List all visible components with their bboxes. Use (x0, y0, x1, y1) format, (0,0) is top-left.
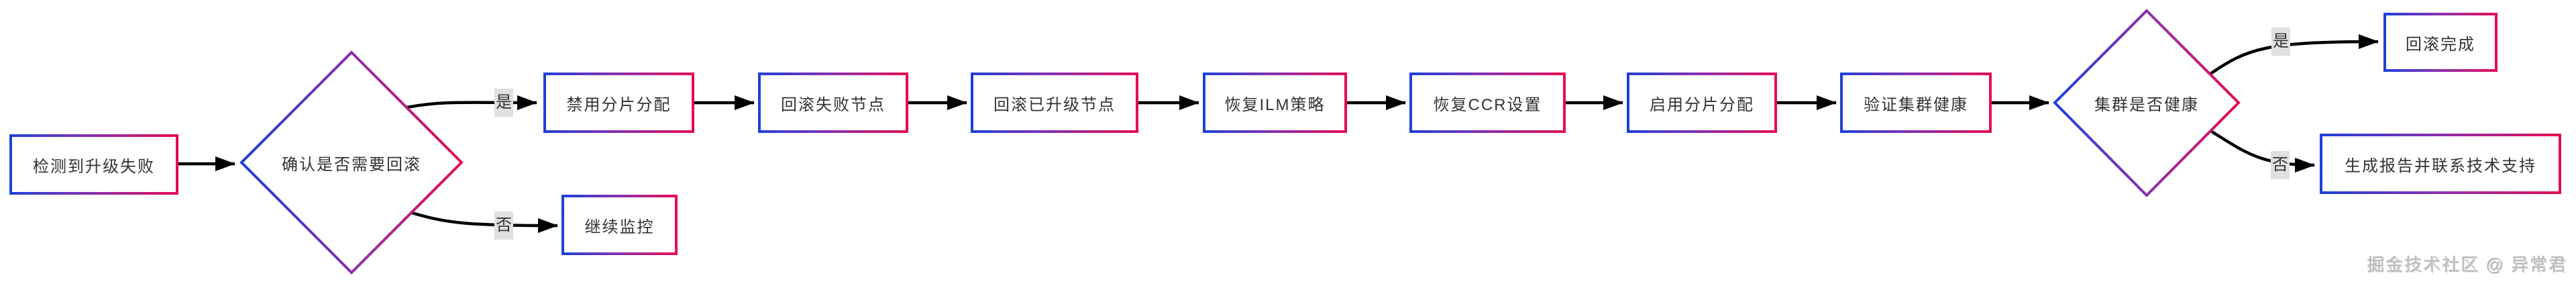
node-rollback-failed-nodes: 回滚失败节点 (758, 73, 908, 133)
node-enable-shard-allocation-label: 启用分片分配 (1629, 75, 1774, 130)
node-disable-shard-allocation: 禁用分片分配 (543, 73, 694, 133)
node-decision-cluster-healthy: 集群是否健康 (2053, 9, 2241, 197)
node-rollback-failed-nodes-label: 回滚失败节点 (761, 75, 906, 130)
node-decision-cluster-healthy-label: 集群是否健康 (2094, 96, 2199, 114)
node-generate-report-contact-support-label: 生成报告并联系技术支持 (2322, 136, 2559, 191)
edge-decision1-no (411, 211, 558, 233)
edge-label-no-2: 否 (2271, 151, 2290, 179)
node-enable-shard-allocation: 启用分片分配 (1627, 73, 1777, 133)
node-decision-confirm-rollback: 确认是否需要回滚 (239, 50, 464, 275)
decision-healthy-diamond-shape (2053, 9, 2241, 197)
node-restore-ilm-policy: 恢复ILM策略 (1203, 73, 1347, 133)
node-verify-cluster-health-label: 验证集群健康 (1843, 75, 1989, 130)
node-rollback-upgraded-nodes: 回滚已升级节点 (971, 73, 1138, 133)
node-restore-ccr-settings-label: 恢复CCR设置 (1412, 75, 1563, 130)
decision-confirm-diamond-shape (239, 50, 464, 275)
node-rollback-upgraded-nodes-label: 回滚已升级节点 (973, 75, 1136, 130)
node-continue-monitoring: 继续监控 (561, 195, 678, 255)
node-decision-confirm-rollback-label: 确认是否需要回滚 (282, 155, 421, 174)
node-rollback-complete: 回滚完成 (2383, 13, 2498, 72)
node-verify-cluster-health: 验证集群健康 (1840, 73, 1992, 133)
node-upgrade-failure-detected-label: 检测到升级失败 (12, 137, 176, 192)
node-generate-report-contact-support: 生成报告并联系技术支持 (2320, 134, 2561, 194)
edge-label-no-1: 否 (494, 211, 513, 240)
edge-decision2-no (2210, 130, 2315, 173)
node-continue-monitoring-label: 继续监控 (564, 197, 675, 252)
node-upgrade-failure-detected: 检测到升级失败 (9, 134, 178, 195)
node-restore-ilm-policy-label: 恢复ILM策略 (1205, 75, 1344, 130)
watermark-text: 掘金技术社区 @ 异常君 (2367, 255, 2568, 275)
edge-decision2-yes (2209, 34, 2379, 75)
edge-label-yes-1: 是 (494, 89, 513, 117)
node-rollback-complete-label: 回滚完成 (2386, 15, 2495, 69)
node-restore-ccr-settings: 恢复CCR设置 (1409, 73, 1566, 133)
node-disable-shard-allocation-label: 禁用分片分配 (546, 75, 692, 130)
edge-label-yes-2: 是 (2271, 28, 2290, 56)
